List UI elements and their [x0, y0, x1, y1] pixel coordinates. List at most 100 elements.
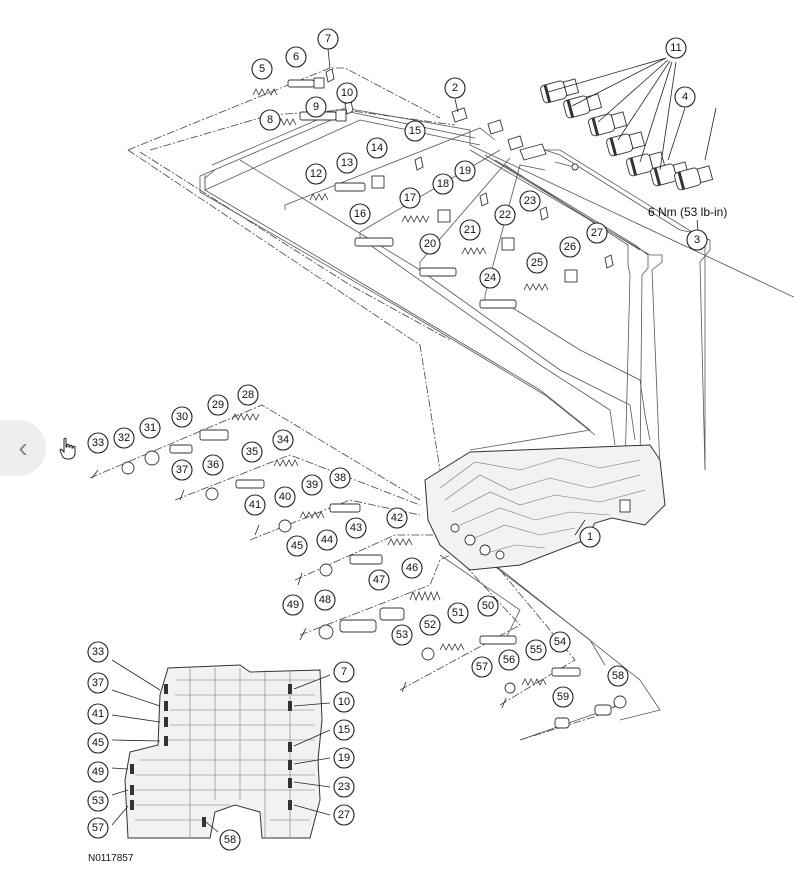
inset-callout-37: 37: [87, 672, 109, 694]
callout-41: 41: [244, 494, 266, 516]
callout-48: 48: [314, 589, 336, 611]
callout-46: 46: [401, 557, 423, 579]
callout-label: 21: [464, 224, 476, 236]
inset-callout-53: 53: [87, 790, 109, 812]
callout-24: 24: [479, 267, 501, 289]
callout-label: 16: [354, 208, 366, 220]
callout-49: 49: [282, 594, 304, 616]
callout-15: 15: [404, 120, 426, 142]
callout-label: 50: [482, 600, 494, 612]
callout-label: 49: [287, 599, 299, 611]
callout-label: 3: [694, 234, 700, 246]
callout-label: 15: [409, 125, 421, 137]
inset-callout-label: 58: [224, 834, 236, 846]
callout-53: 53: [391, 624, 413, 646]
hand-pointer-icon: [59, 437, 76, 460]
callout-label: 46: [406, 562, 418, 574]
chevron-left-icon[interactable]: ‹: [0, 420, 46, 476]
inset-callout-45: 45: [87, 732, 109, 754]
callout-label: 58: [612, 670, 624, 682]
callout-11: 11: [665, 37, 687, 59]
callout-label: 45: [291, 540, 303, 552]
callout-label: 43: [350, 522, 362, 534]
inset-callout-label: 57: [92, 822, 104, 834]
callout-label: 22: [499, 209, 511, 221]
callout-label: 30: [176, 411, 188, 423]
inset-callout-label: 45: [92, 737, 104, 749]
leader-lines: [111, 48, 717, 833]
callout-4: 4: [674, 86, 696, 108]
inset-callout-label: 41: [92, 708, 104, 720]
callout-43: 43: [345, 517, 367, 539]
lower-valve-parts: [91, 413, 627, 741]
callout-52: 52: [419, 614, 441, 636]
callout-label: 17: [404, 192, 416, 204]
callout-label: 38: [334, 472, 346, 484]
callout-55: 55: [525, 639, 547, 661]
callout-label: 14: [371, 142, 383, 154]
callout-45: 45: [286, 535, 308, 557]
callout-label: 10: [341, 87, 353, 99]
callout-30: 30: [171, 406, 193, 428]
callout-36: 36: [202, 454, 224, 476]
callout-42: 42: [386, 507, 408, 529]
callout-29: 29: [207, 394, 229, 416]
inset-callout-33: 33: [87, 641, 109, 663]
callout-14: 14: [366, 137, 388, 159]
callout-13: 13: [336, 152, 358, 174]
inset-callout-label: 23: [338, 781, 350, 793]
callout-label: 11: [670, 42, 681, 54]
callout-33: 33: [87, 432, 109, 454]
callout-label: 25: [531, 257, 543, 269]
callout-label: 48: [319, 594, 331, 606]
callout-28: 28: [237, 384, 259, 406]
callout-21: 21: [459, 219, 481, 241]
inset-callout-label: 19: [338, 752, 350, 764]
callout-6: 6: [285, 46, 307, 68]
callout-label: 39: [306, 479, 318, 491]
callout-label: 47: [373, 574, 385, 586]
callout-9: 9: [305, 96, 327, 118]
callout-39: 39: [301, 474, 323, 496]
callout-group: 1234567891011121314151617181920212223242…: [87, 28, 708, 851]
callout-label: 4: [682, 91, 688, 103]
callout-label: 28: [242, 389, 254, 401]
callout-2: 2: [444, 77, 466, 99]
callout-label: 12: [310, 168, 322, 180]
solenoid-group: [540, 78, 714, 191]
callout-label: 1: [587, 531, 593, 543]
callout-18: 18: [432, 173, 454, 195]
callout-label: 9: [313, 101, 319, 113]
callout-label: 52: [424, 619, 436, 631]
callout-label: 55: [530, 644, 542, 656]
inset-callout-23: 23: [333, 776, 355, 798]
callout-label: 27: [591, 227, 603, 239]
inset-callout-27: 27: [333, 804, 355, 826]
callout-35: 35: [241, 441, 263, 463]
callout-label: 5: [259, 63, 265, 75]
callout-label: 37: [176, 464, 188, 476]
callout-47: 47: [368, 569, 390, 591]
callout-57: 57: [471, 656, 493, 678]
callout-label: 19: [459, 165, 471, 177]
figure-id: N0117857: [88, 853, 134, 864]
callout-label: 59: [557, 691, 569, 703]
callout-label: 32: [118, 432, 130, 444]
callout-40: 40: [274, 486, 296, 508]
callout-58: 58: [607, 665, 629, 687]
callout-label: 51: [452, 607, 464, 619]
inset-callout-49: 49: [87, 761, 109, 783]
inset-callout-58: 58: [219, 829, 241, 851]
callout-26: 26: [559, 236, 581, 258]
callout-23: 23: [519, 190, 541, 212]
callout-label: 18: [437, 178, 449, 190]
callout-label: 31: [144, 422, 156, 434]
callout-31: 31: [139, 417, 161, 439]
callout-54: 54: [549, 631, 571, 653]
inset-callout-7: 7: [333, 661, 355, 683]
upper-valve-parts: [252, 68, 614, 309]
callout-5: 5: [251, 58, 273, 80]
callout-19: 19: [454, 160, 476, 182]
callout-17: 17: [399, 187, 421, 209]
callout-label: 57: [476, 661, 488, 673]
